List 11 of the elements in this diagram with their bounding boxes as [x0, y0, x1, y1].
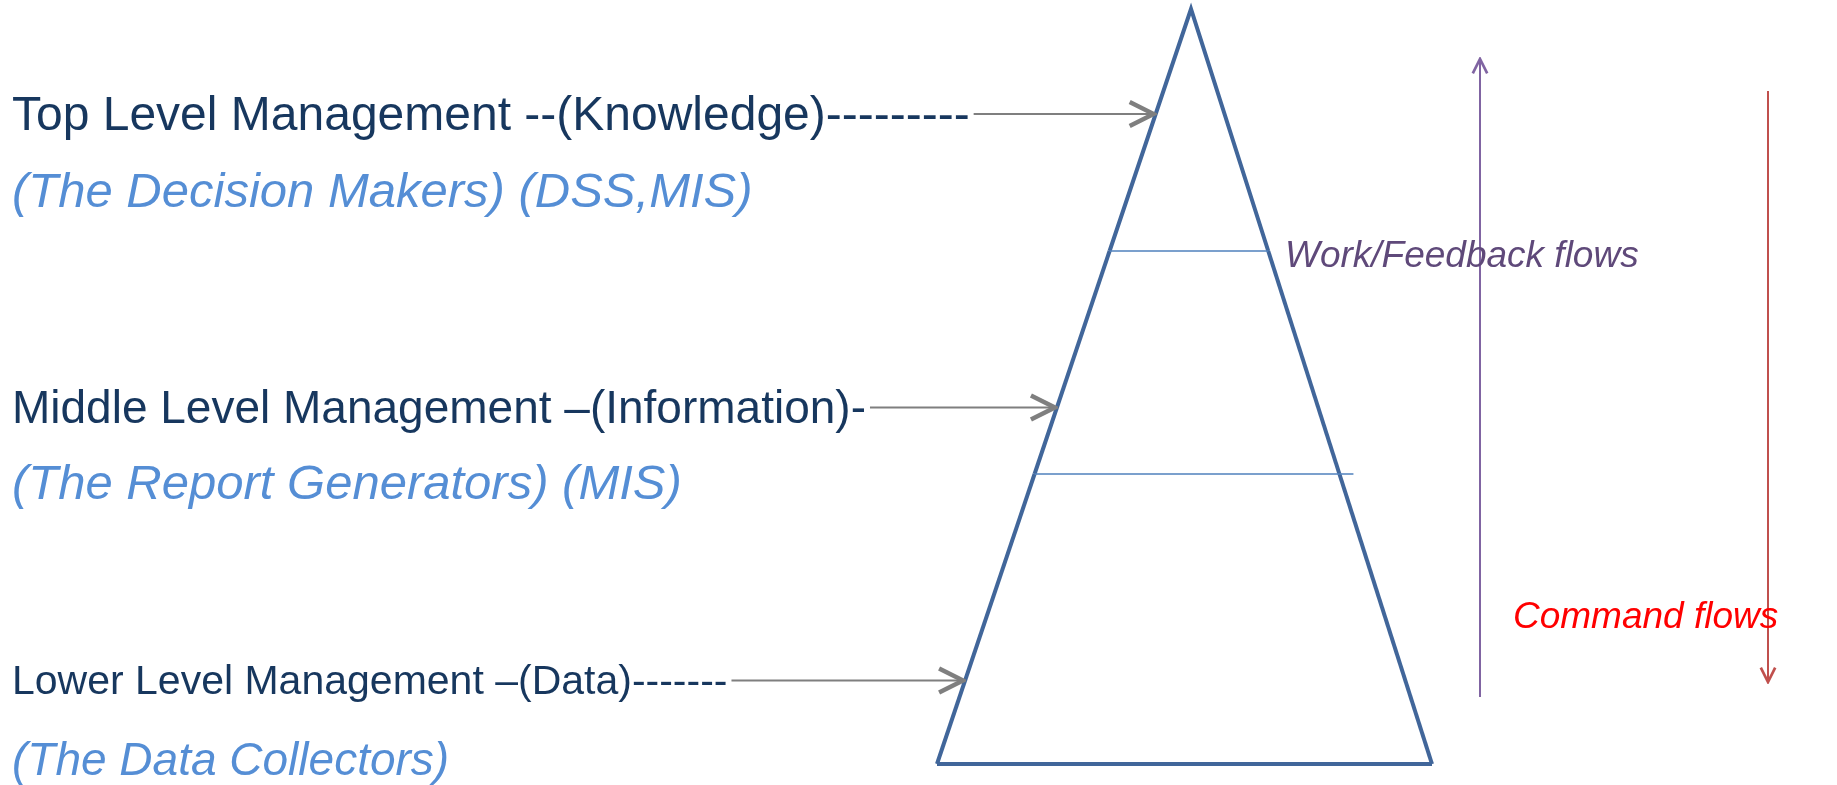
role-subtitle: (The Decision Makers) (DSS,MIS) — [12, 162, 753, 219]
level-heading: Lower Level Management –(Data)------- — [12, 656, 728, 705]
arrow — [972, 99, 1156, 129]
role-subtitle: (The Data Collectors) — [12, 732, 450, 785]
arrow — [730, 666, 966, 695]
arrow — [868, 393, 1058, 422]
role-subtitle: (The Report Generators) (MIS) — [12, 454, 682, 511]
level-heading: Top Level Management --(Knowledge)--------- — [12, 86, 970, 142]
level-heading: Middle Level Management –(Information)- — [12, 380, 866, 435]
pyramid-tier — [1107, 2, 1271, 252]
pyramid-tier — [935, 473, 1434, 766]
